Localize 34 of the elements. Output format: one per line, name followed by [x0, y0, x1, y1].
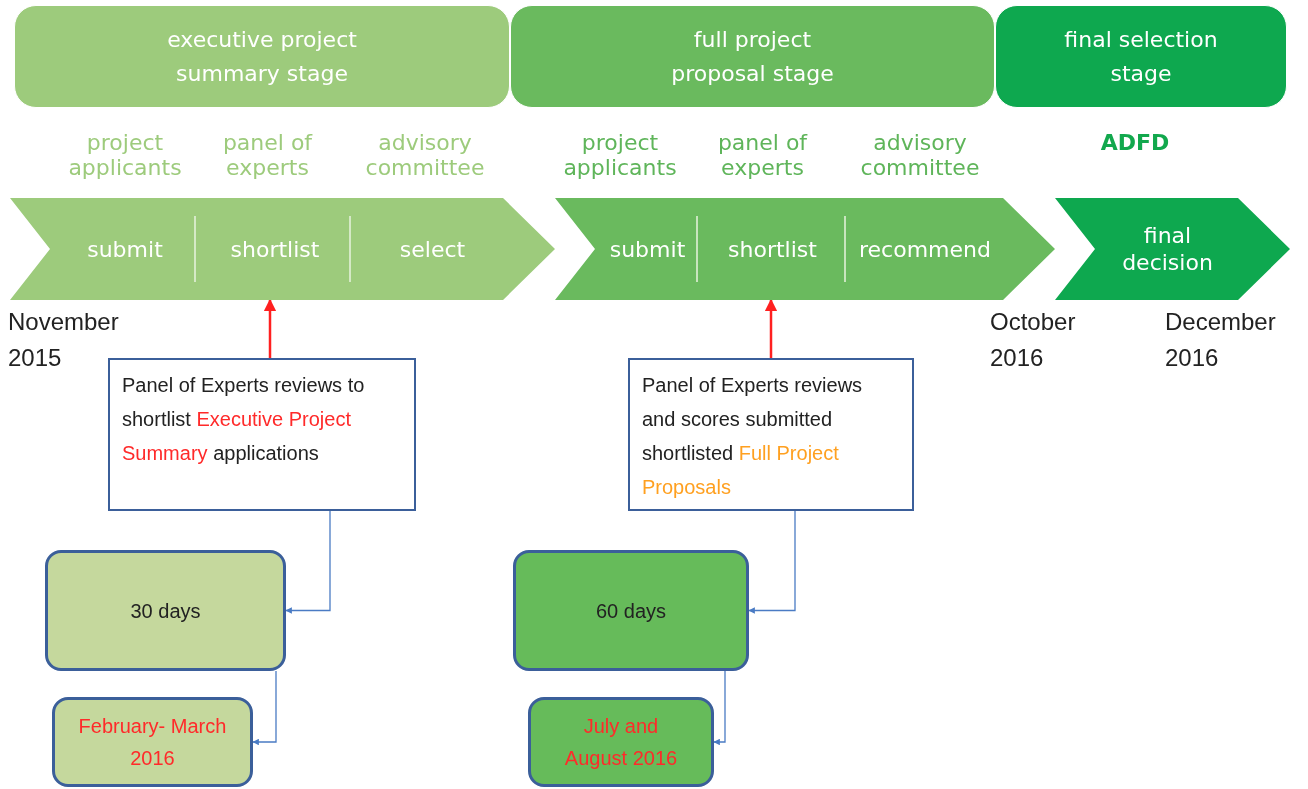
- step-label: final decision: [1121, 222, 1214, 276]
- role-label: advisory committee: [859, 130, 981, 180]
- role-label: ADFD: [1099, 130, 1171, 155]
- duration-box: 60 days: [513, 550, 749, 671]
- role-label: panel of experts: [716, 130, 809, 180]
- step-label: shortlist: [229, 235, 321, 263]
- process-step: [1055, 198, 1290, 300]
- step-label: recommend: [858, 235, 992, 263]
- arrow: [263, 298, 277, 358]
- stage-banner: executive project summary stage: [14, 5, 510, 108]
- role-label: project applicants: [562, 130, 678, 180]
- date-box: February- March 2016: [52, 697, 253, 787]
- arrow: [713, 670, 726, 746]
- date-box: July and August 2016: [528, 697, 714, 787]
- date-label: October 2016: [990, 307, 1077, 373]
- stage-banner: full project proposal stage: [510, 5, 995, 108]
- arrow: [252, 670, 277, 746]
- role-label: panel of experts: [221, 130, 314, 180]
- note-box: Panel of Experts reviews to shortlist Executive Project Summary applications: [108, 358, 416, 511]
- step-label: submit: [86, 235, 164, 263]
- process-step: [10, 198, 555, 300]
- arrow: [285, 510, 331, 614]
- role-label: project applicants: [67, 130, 183, 180]
- stage-banner: final selection stage: [995, 5, 1287, 108]
- step-label: select: [398, 235, 467, 263]
- duration-box: 30 days: [45, 550, 286, 671]
- date-label: December 2016: [1165, 307, 1277, 373]
- process-step: [555, 198, 1055, 300]
- role-label: advisory committee: [364, 130, 486, 180]
- arrow: [764, 298, 778, 358]
- note-box: Panel of Experts reviews and scores submitted shortlisted Full Project Proposals: [628, 358, 914, 511]
- step-label: shortlist: [727, 235, 818, 263]
- step-label: submit: [608, 235, 687, 263]
- arrow: [748, 510, 796, 614]
